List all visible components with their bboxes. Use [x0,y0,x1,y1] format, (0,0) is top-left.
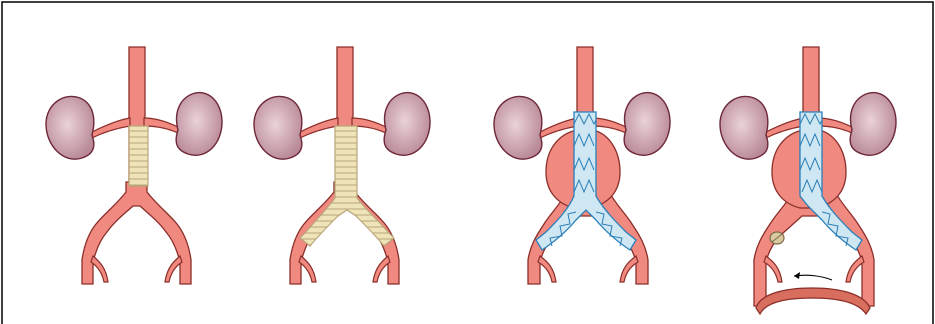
renal-artery-left [300,118,338,138]
kidney-right [384,93,430,156]
bifurcated-graft [300,126,394,246]
kidney-right [176,93,222,156]
tube-graft [129,126,148,186]
femoro-femoral-crossover-graft [756,288,870,314]
renal-artery-left [92,118,130,138]
panel-bifurcated-graft [254,47,430,284]
panel-tube-graft [46,47,222,284]
internal-iliac-left [538,256,556,282]
kidney-left [46,96,94,159]
flow-arrowhead [794,272,800,279]
kidney-left [720,96,768,159]
renal-artery-right [144,118,180,134]
internal-iliac-left [764,256,782,282]
kidney-left [254,96,302,159]
kidney-right [624,93,670,156]
internal-iliac-right [846,256,864,282]
kidney-right [850,93,896,156]
panel-bifurcated-stent-graft [494,47,670,284]
panel-aorto-uni-iliac-stent-graft [720,47,896,314]
flow-arrow [794,275,832,280]
internal-iliac-right [620,256,638,282]
kidney-left [494,96,542,159]
